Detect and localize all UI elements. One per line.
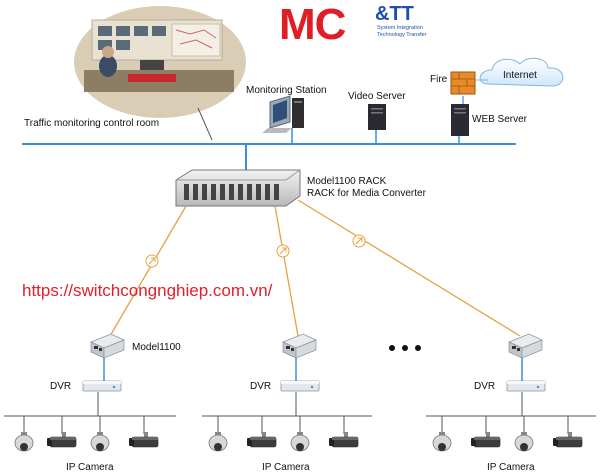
label-dvr: DVR — [474, 381, 496, 392]
fiber-link-3 — [297, 199, 521, 337]
dome-camera-icon — [14, 431, 34, 452]
fiber-connector-icon — [276, 244, 290, 258]
monitoring-station-icon — [262, 95, 304, 133]
dvr-icon — [280, 380, 320, 392]
label-ip-camera: IP Camera — [487, 462, 535, 473]
fiber-link-1 — [109, 205, 187, 337]
internet-cloud-icon — [479, 57, 564, 87]
label-dvr: DVR — [50, 381, 72, 392]
label-converter-model: Model1100 — [132, 342, 181, 353]
label-ip-camera: IP Camera — [262, 462, 310, 473]
dvr-icon — [82, 380, 122, 392]
web-server-icon — [451, 104, 469, 136]
dome-camera-icon — [432, 431, 452, 452]
label-dvr: DVR — [250, 381, 272, 392]
dome-camera-icon — [90, 431, 110, 452]
more-dots — [389, 345, 421, 351]
label-web-server: WEB Server — [472, 114, 528, 125]
label-monitoring-station: Monitoring Station — [246, 85, 327, 96]
box-camera-icon — [246, 431, 277, 448]
label-rack-model: Model1100 RACK — [307, 176, 387, 187]
dome-camera-icon — [208, 431, 228, 452]
media-converter-icon — [282, 333, 317, 359]
company-logo: MC &TT System Integration Technology Tra… — [279, 0, 449, 51]
media-converter-icon — [90, 333, 125, 359]
label-video-server: Video Server — [348, 91, 406, 102]
fiber-link-2 — [274, 205, 299, 337]
photo-link — [197, 107, 213, 141]
fiber-connector-icon — [352, 234, 366, 248]
video-server-icon — [368, 104, 386, 130]
fiber-connector-icon — [145, 254, 159, 268]
media-converter-icon — [508, 333, 543, 359]
label-control-room: Traffic monitoring control room — [24, 118, 160, 129]
camera-buses — [4, 392, 596, 434]
dome-camera-icon — [290, 431, 310, 452]
box-camera-icon — [328, 431, 359, 448]
label-rack-description: RACK for Media Converter — [307, 188, 426, 199]
label-fire: Fire — [430, 74, 448, 85]
logo-accent: &TT — [375, 3, 414, 25]
label-internet: Internet — [503, 70, 537, 81]
label-ip-camera: IP Camera — [66, 462, 114, 473]
logo-main: MC — [279, 0, 346, 49]
box-camera-icon — [552, 431, 583, 448]
box-camera-icon — [128, 431, 159, 448]
media-converter-rack-icon — [175, 169, 301, 207]
box-camera-icon — [46, 431, 77, 448]
dvr-icon — [506, 380, 546, 392]
dome-camera-icon — [514, 431, 534, 452]
watermark-url: https://switchcongnghiep.com.vn/ — [22, 281, 273, 300]
firewall-icon — [450, 71, 476, 95]
logo-tagline: System Integration Technology Transfer — [377, 25, 427, 38]
box-camera-icon — [470, 431, 501, 448]
control-room-photo — [74, 6, 246, 118]
converter-dvr-links — [103, 358, 523, 382]
